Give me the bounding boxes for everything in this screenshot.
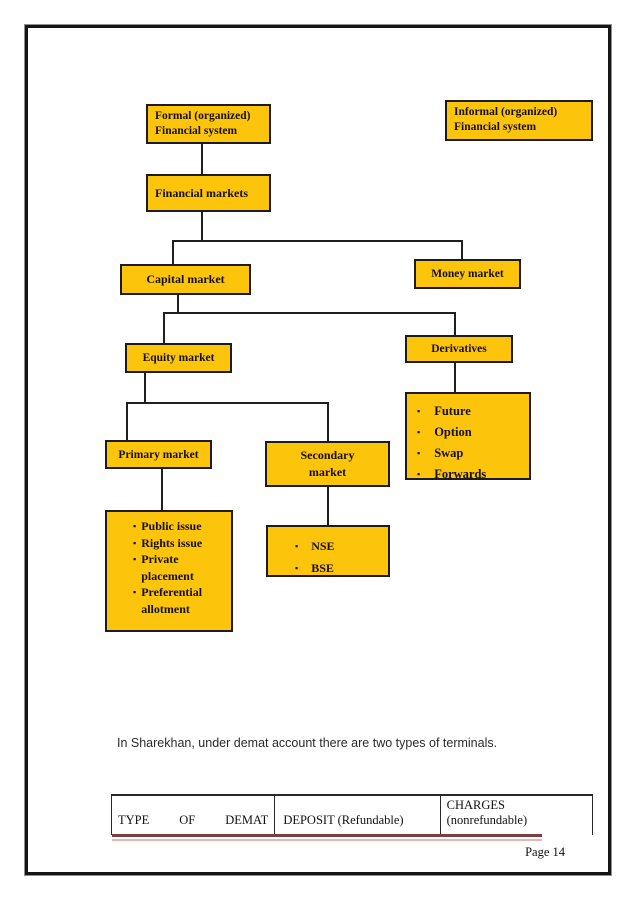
connector-line xyxy=(172,240,463,242)
list-item-label: Private placement xyxy=(141,552,194,583)
bullet-square-icon: ▪ xyxy=(295,541,299,551)
flow-box-money-market: Money market xyxy=(414,259,521,289)
connector-line xyxy=(177,294,179,312)
bullet-square-icon: ▪ xyxy=(417,427,421,437)
connector-line xyxy=(161,469,163,510)
list-item-label: Future xyxy=(434,404,471,418)
connector-line xyxy=(201,144,203,174)
header-word: OF xyxy=(179,813,196,827)
table-header-charges: CHARGES (nonrefundable) xyxy=(446,798,528,827)
exchanges-list: ▪ NSE ▪ BSE xyxy=(266,525,390,577)
derivative-types-list: ▪ Future ▪ Option ▪ Swap ▪ Forwards xyxy=(405,392,531,481)
header-word: TYPE xyxy=(118,813,150,827)
flow-box-financial-markets: Financial markets xyxy=(146,174,271,212)
bullet-square-icon: ▪ xyxy=(133,587,137,597)
table-header-type-of-demat: TYPE OF DEMAT xyxy=(112,796,276,835)
list-item-label: BSE xyxy=(311,561,334,575)
page-number-label: Page 14 xyxy=(525,845,565,859)
connector-line xyxy=(163,312,456,314)
list-item: ▪ Rights issue xyxy=(133,535,229,552)
list-item: ▪ Preferential allotment xyxy=(133,584,229,617)
list-item: ▪ NSE xyxy=(295,535,386,557)
connector-line xyxy=(461,240,463,259)
list-item-label: NSE xyxy=(311,539,335,553)
connector-line xyxy=(126,402,128,440)
table-header-deposit: DEPOSIT (Refundable) xyxy=(275,796,441,835)
list-item: ▪ Future xyxy=(417,401,527,422)
bullet-square-icon: ▪ xyxy=(417,469,421,479)
list-item: ▪ BSE xyxy=(295,557,386,579)
flow-box-formal-financial-system: Formal (organized) Financial system xyxy=(146,104,271,144)
connector-line xyxy=(144,373,146,402)
connector-line xyxy=(327,487,329,525)
list-item: ▪ Public issue xyxy=(133,518,229,535)
flow-box-capital-market: Capital market xyxy=(120,264,251,295)
list-item-label: Rights issue xyxy=(141,535,203,550)
flow-box-derivatives: Derivatives xyxy=(405,335,513,363)
bullet-square-icon: ▪ xyxy=(417,406,421,416)
bullet-square-icon: ▪ xyxy=(417,448,421,458)
list-item-label: Public issue xyxy=(141,519,202,533)
list-item: ▪ Forwards xyxy=(417,464,527,485)
connector-line xyxy=(201,212,203,240)
bullet-square-icon: ▪ xyxy=(295,563,299,573)
flow-box-secondary-market: Secondary market xyxy=(265,441,390,487)
list-item: ▪ Option xyxy=(417,422,527,443)
connector-line xyxy=(163,312,165,343)
connector-line xyxy=(126,402,329,404)
list-item: ▪ Private placement xyxy=(133,551,229,584)
connector-line xyxy=(327,402,329,441)
list-item-label: Swap xyxy=(434,446,464,460)
sharekhan-note-text: In Sharekhan, under demat account there … xyxy=(117,736,498,750)
bullet-square-icon: ▪ xyxy=(133,521,137,531)
footer-rule-dark xyxy=(112,834,542,837)
connector-line xyxy=(454,363,456,392)
connector-line xyxy=(454,312,456,335)
flow-box-equity-market: Equity market xyxy=(125,343,232,373)
list-item-label: Forwards xyxy=(434,467,487,481)
list-item-label: Preferential allotment xyxy=(141,585,203,616)
flow-box-informal-financial-system: Informal (organized) Financial system xyxy=(445,100,593,141)
demat-table: TYPE OF DEMAT DEPOSIT (Refundable) CHARG… xyxy=(111,794,593,835)
list-item: ▪ Swap xyxy=(417,443,527,464)
list-item-label: Option xyxy=(434,425,472,439)
primary-issue-types-list: ▪ Public issue ▪ Rights issue ▪ Private … xyxy=(105,510,233,632)
connector-line xyxy=(172,240,174,264)
bullet-square-icon: ▪ xyxy=(133,554,137,564)
header-word: DEMAT xyxy=(225,813,269,827)
flow-box-primary-market: Primary market xyxy=(105,440,212,469)
bullet-square-icon: ▪ xyxy=(133,537,137,548)
footer-rule-light xyxy=(112,839,542,841)
